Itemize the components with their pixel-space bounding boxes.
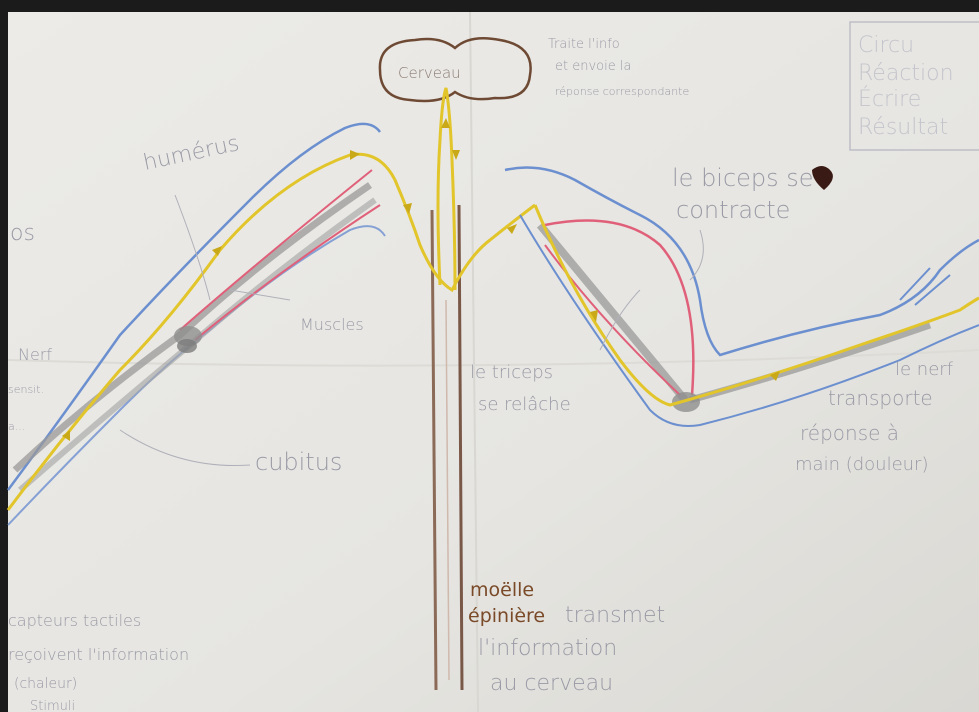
- left-note-line: Stimuli: [30, 699, 75, 712]
- corner-box-line: Résultat: [858, 115, 948, 140]
- left-elbow-joint: [177, 339, 197, 353]
- corner-box-line: Réaction: [858, 61, 954, 86]
- brain-note-line: Traite l'info: [548, 37, 620, 52]
- left-note-line: capteurs tactiles: [8, 611, 141, 630]
- cubitus-label: cubitus: [255, 448, 342, 476]
- spinal-cord-label: moëlle: [470, 579, 534, 601]
- right-note-line: main (douleur): [795, 454, 928, 475]
- right-note-line: transporte: [828, 386, 933, 410]
- muscles-label: Muscles: [300, 315, 364, 334]
- nerf-label: Nerf: [18, 345, 52, 364]
- left-note-line: (chaleur): [14, 676, 77, 692]
- spinal-note-line: au cerveau: [490, 671, 613, 696]
- corner-box-line: Circu: [858, 33, 914, 58]
- spinal-note-line: transmet: [565, 603, 665, 628]
- nerf-label: sensit.: [8, 383, 44, 396]
- brain-label: Cerveau: [398, 64, 461, 82]
- brain-note-line: et envoie la: [555, 59, 631, 74]
- biceps-contract-label: le biceps se: [672, 164, 814, 192]
- os-label: os: [10, 221, 35, 246]
- right-note-line: le nerf: [895, 359, 954, 380]
- triceps-label: se relâche: [478, 394, 571, 415]
- spinal-cord-label: épinière: [468, 605, 545, 627]
- spinal-note-line: l'information: [478, 636, 617, 661]
- nerf-label: a...: [8, 420, 25, 433]
- biceps-contract-label: contracte: [676, 196, 790, 224]
- corner-box-line: Écrire: [858, 86, 921, 112]
- brain-note-line: réponse correspondante: [555, 85, 689, 98]
- left-note-line: reçoivent l'information: [8, 645, 189, 664]
- triceps-label: le triceps: [470, 362, 553, 383]
- right-note-line: réponse à: [800, 421, 899, 445]
